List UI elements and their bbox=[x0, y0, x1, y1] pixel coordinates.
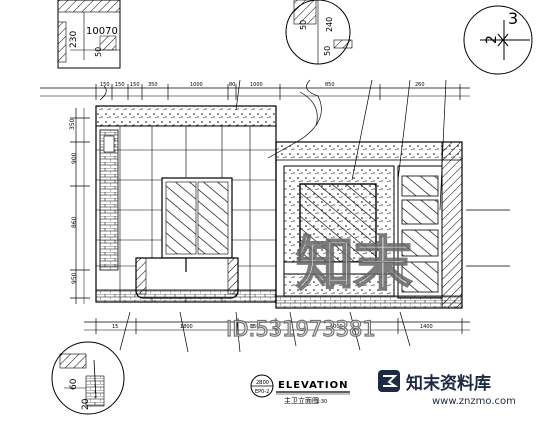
detail-dim-240: 240 bbox=[325, 17, 334, 32]
detail-number-3: 3 bbox=[508, 9, 518, 28]
detail-callout-top-right: 3 2 bbox=[463, 5, 533, 75]
sheet-ref-bottom: EP0-2 bbox=[255, 389, 269, 395]
dim-top-8: 850 bbox=[325, 82, 335, 88]
watermark-brand-logo: 知末 bbox=[296, 230, 412, 298]
dim-top-4: 350 bbox=[148, 82, 158, 88]
detail-dim-230: 230 bbox=[69, 31, 79, 48]
dim-top-6: 80 bbox=[229, 82, 235, 88]
left-dimension-line: 350 900 860 950 bbox=[69, 108, 90, 304]
dim-bottom-3: 350 bbox=[250, 324, 260, 330]
bathroom-elevation-left bbox=[95, 105, 277, 303]
dim-left-4: 950 bbox=[71, 272, 78, 284]
dim-bottom-1: 15 bbox=[112, 324, 118, 330]
detail-dim-50-b: 50 bbox=[323, 46, 332, 56]
dim-top-2: 150 bbox=[115, 82, 125, 88]
watermark-id-text: ID:531973381 bbox=[226, 317, 376, 341]
site-logo bbox=[378, 370, 400, 392]
watermark-site-name: 知末资料库 bbox=[405, 373, 491, 394]
dim-top-5: 1000 bbox=[190, 82, 203, 88]
detail-callout-bottom-left: 60 20 bbox=[51, 341, 125, 415]
detail-dim-50-a: 50 bbox=[299, 20, 308, 30]
dim-bottom-5: 1400 bbox=[420, 324, 433, 330]
site-logo-icon bbox=[383, 375, 399, 387]
dim-top-3: 150 bbox=[130, 82, 140, 88]
dim-top-7: 1000 bbox=[250, 82, 263, 88]
bottom-dimension-line: 15 1800 350 1000 1400 bbox=[84, 318, 470, 334]
dim-left-2: 900 bbox=[71, 152, 78, 164]
bathroom-elevation-right bbox=[275, 141, 463, 309]
elevation-label: ELEVATION bbox=[278, 380, 348, 391]
detail-dim-20: 20 bbox=[81, 398, 91, 410]
detail-callout-top-left: 230 10070 50 bbox=[57, 0, 121, 69]
dim-bottom-2: 1800 bbox=[180, 324, 193, 330]
watermark-site-url: www.znzmo.com bbox=[432, 396, 516, 407]
detail-dim-10070: 10070 bbox=[86, 26, 118, 37]
dim-top-9: 260 bbox=[415, 82, 425, 88]
watermark-layer: 知末 ID:531973381 知末资料库 www.znzmo.com bbox=[225, 229, 516, 407]
elevation-subtitle: 主卫立面图 bbox=[284, 396, 319, 405]
dim-top-1: 150 bbox=[100, 82, 110, 88]
sheet-ref-top: 2B00 bbox=[256, 380, 269, 386]
top-dimension-line: 150 150 150 350 1000 80 1000 850 260 bbox=[40, 82, 470, 100]
detail-number-2: 2 bbox=[484, 35, 500, 44]
scale-text: 1:30 bbox=[316, 399, 327, 405]
elevation-title-block: 2B00 EP0-2 ELEVATION 主卫立面图 1:30 bbox=[250, 374, 350, 405]
dim-left-3: 860 bbox=[71, 216, 78, 228]
detail-dim-60: 60 bbox=[69, 378, 79, 390]
detail-dim-50: 50 bbox=[94, 47, 103, 57]
detail-callout-top-mid: 50 240 50 bbox=[285, 0, 353, 65]
dim-bottom-4: 1000 bbox=[330, 324, 343, 330]
annotation-leaders bbox=[99, 79, 510, 353]
dim-left-1: 350 bbox=[69, 118, 76, 130]
